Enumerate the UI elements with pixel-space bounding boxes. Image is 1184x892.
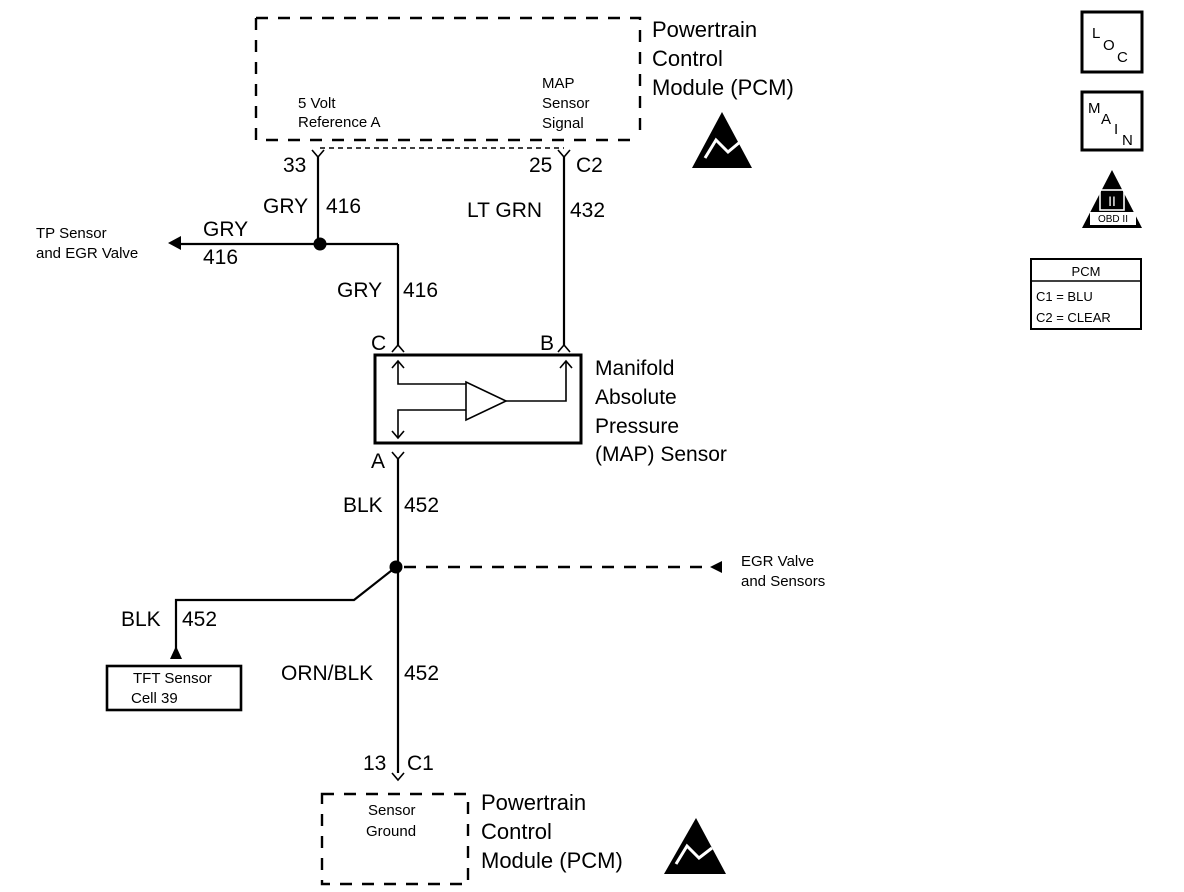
pin-a-label: A: [371, 450, 385, 473]
pin-c-label: C: [371, 332, 386, 355]
wire-segment-to-tft: [174, 566, 397, 652]
obd-text: OBD II: [1098, 214, 1128, 225]
amplifier-icon: [465, 380, 508, 422]
pcm-bottom-module: Sensor Ground Powertrain Control Module …: [320, 790, 726, 886]
map-title-3: Pressure: [595, 415, 679, 438]
wire-circuit-416-2: 416: [203, 246, 238, 269]
obd-text-bg: [1090, 212, 1136, 225]
pin-c-connector: [391, 343, 405, 353]
egr-label-2: and Sensors: [741, 573, 825, 590]
pcm-connector-legend: PCM C1 = BLU C2 = CLEAR: [1030, 258, 1142, 330]
pin-25-label: 25: [529, 154, 552, 177]
wire-circuit-452-2: 452: [182, 608, 217, 631]
loc-box: [1080, 10, 1144, 74]
obd-numeral: II: [1108, 193, 1116, 209]
pin-13-label: 13: [363, 752, 386, 775]
pcm-bottom-title-2: Control: [481, 819, 552, 844]
pcm-top-title-1: Powertrain: [652, 17, 757, 42]
pin-33-label: 33: [283, 154, 306, 177]
main-letter-i: I: [1114, 121, 1118, 138]
wire-circuit-416-1: 416: [326, 195, 361, 218]
pcm-legend-row-2: C2 = CLEAR: [1036, 310, 1111, 325]
loc-letter-l: L: [1092, 25, 1100, 42]
wire-color-gry-2: GRY: [203, 218, 248, 241]
map-title-2: Absolute: [595, 386, 677, 409]
map-sensor: C B Manifold Absolute Pressure (MAP) Sen…: [371, 332, 727, 473]
wire-color-gry-1: GRY: [263, 195, 308, 218]
loc-letter-c: C: [1117, 49, 1128, 66]
pin-33-connector: [311, 149, 325, 159]
pcm-top-title-2: Control: [652, 46, 723, 71]
pcm-top-module: Powertrain Control Module (PCM) 5 Volt R…: [254, 16, 794, 168]
obd-ii-symbol: II OBD II: [1082, 170, 1142, 228]
wire-circuit-452-3: 452: [404, 662, 439, 685]
pin-25-connector: [557, 149, 571, 159]
esd-warning-icon-bottom: [664, 818, 726, 874]
wire-color-ornblk: ORN/BLK: [281, 662, 373, 685]
pin-13-connector: [391, 772, 405, 782]
internal-arrow-up-icon: [391, 359, 405, 369]
pcm-legend-title: PCM: [1072, 264, 1101, 279]
loc-letter-o: O: [1103, 37, 1115, 54]
loc-symbol: L O C: [1080, 10, 1144, 74]
map-sensor-box: [373, 353, 583, 445]
tft-label-2: Cell 39: [131, 690, 178, 707]
wire-color-ltgrn: LT GRN: [467, 199, 542, 222]
connector-c1-label: C1: [407, 752, 434, 775]
main-letter-n: N: [1122, 132, 1133, 149]
arrow-to-tp-sensor-icon: [168, 236, 181, 250]
sensor-ground-label-2: Ground: [366, 823, 416, 840]
sensor-ground-label-1: Sensor: [368, 802, 416, 819]
pin-ref-label-2: Reference A: [298, 114, 381, 131]
wire-color-gry-3: GRY: [337, 279, 382, 302]
internal-line-ground: [397, 409, 466, 437]
wire-color-blk-1: BLK: [343, 494, 383, 517]
pcm-bottom-title-3: Module (PCM): [481, 848, 623, 873]
pcm-top-outline-b: [254, 18, 640, 142]
pin-map-label-1: MAP: [542, 75, 575, 92]
pcm-top-title-3: Module (PCM): [652, 75, 794, 100]
tp-sensor-label-1: TP Sensor: [36, 225, 107, 242]
main-symbol: M A I N: [1080, 90, 1144, 152]
tft-label-1: TFT Sensor: [133, 670, 212, 687]
arrow-to-egr-icon: [710, 561, 722, 573]
pin-ref-label-1: 5 Volt: [298, 95, 336, 112]
pcm-bottom-outline: [320, 792, 470, 886]
main-letter-a: A: [1101, 111, 1111, 128]
pcm-legend-row-1: C1 = BLU: [1036, 289, 1093, 304]
obd-numeral-box: [1099, 189, 1125, 211]
tp-sensor-label-2: and EGR Valve: [36, 245, 138, 262]
pin-map-label-2: Sensor: [542, 95, 590, 112]
map-title-1: Manifold: [595, 357, 674, 380]
internal-arrow-down-icon: [391, 430, 405, 440]
wire-blk-452: BLK 452 EGR Valve and Sensors BLK 452 TF…: [105, 459, 825, 782]
pcm-bottom-title-1: Powertrain: [481, 790, 586, 815]
esd-warning-icon: [692, 112, 752, 168]
wire-circuit-416-3: 416: [403, 279, 438, 302]
internal-line-signal: [506, 362, 567, 402]
pcm-legend-box: [1030, 258, 1142, 330]
pin-map-label-3: Signal: [542, 115, 584, 132]
arrow-to-tft-icon: [170, 646, 182, 659]
main-letter-m: M: [1088, 100, 1101, 117]
wire-circuit-452-1: 452: [404, 494, 439, 517]
wire-gry-416: 33 GRY 416 GRY 416 TP Sensor and EGR Val…: [36, 149, 438, 345]
pin-a-connector: [391, 451, 405, 461]
map-title-4: (MAP) Sensor: [595, 443, 727, 466]
internal-line-supply: [397, 362, 466, 385]
wire-circuit-432: 432: [570, 199, 605, 222]
tft-sensor-box: [105, 664, 243, 712]
wire-color-blk-2: BLK: [121, 608, 161, 631]
pcm-top-outline-a: [256, 16, 642, 140]
main-box: [1080, 90, 1144, 152]
wire-ltgrn-432: 25 C2 LT GRN 432: [467, 149, 605, 345]
pin-b-label: B: [540, 332, 554, 355]
pin-b-connector: [557, 343, 571, 353]
internal-arrow-signal-icon: [559, 359, 573, 369]
egr-label-1: EGR Valve: [741, 553, 814, 570]
connector-c2-label: C2: [576, 154, 603, 177]
